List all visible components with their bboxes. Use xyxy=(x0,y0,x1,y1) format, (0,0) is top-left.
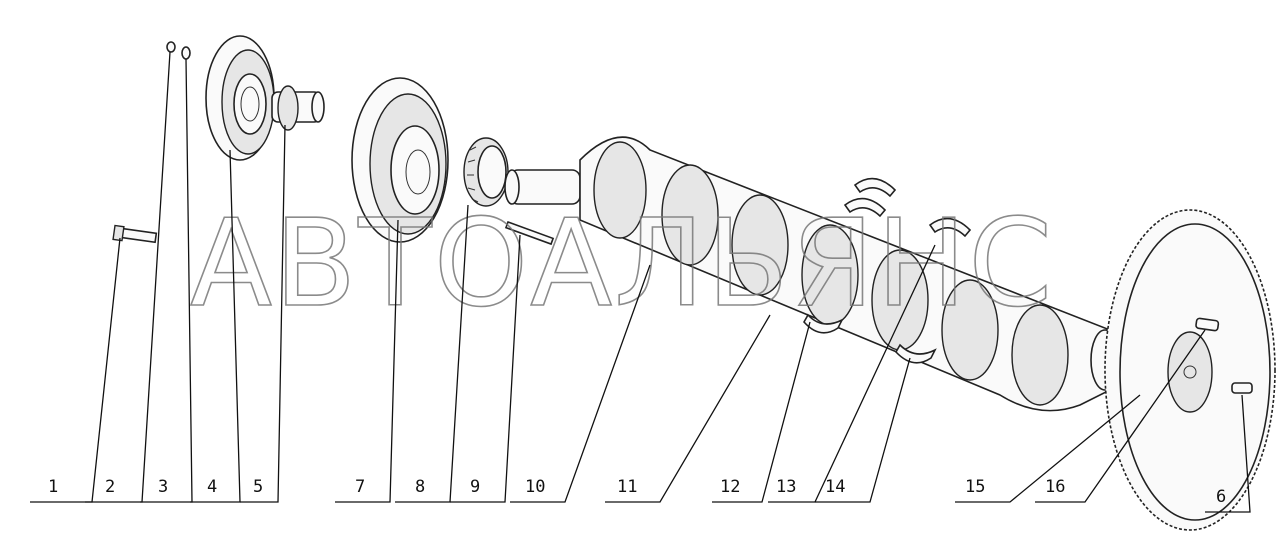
callout-15: 15 xyxy=(965,477,985,497)
part-pulley-hub xyxy=(205,35,275,161)
callout-10: 10 xyxy=(525,477,545,497)
callout-13: 13 xyxy=(776,477,796,497)
part-bolt xyxy=(112,224,158,244)
part-crankshaft xyxy=(504,136,1126,412)
callout-3: 3 xyxy=(158,477,168,497)
part-dowel-pin-6 xyxy=(1231,382,1253,394)
callout-2: 2 xyxy=(105,477,115,497)
leader-lines xyxy=(30,51,1251,513)
callout-6: 6 xyxy=(1216,487,1226,507)
callout-8: 8 xyxy=(415,477,425,497)
part-washer-1 xyxy=(166,41,176,53)
callout-12: 12 xyxy=(720,477,740,497)
part-key xyxy=(504,220,555,246)
part-hub-shaft xyxy=(271,85,325,131)
part-dowel-pin-16 xyxy=(1195,317,1220,332)
watermark: АВТОАЛЬЯНС xyxy=(190,195,1054,334)
part-washer-2 xyxy=(181,46,191,60)
callout-7: 7 xyxy=(355,477,365,497)
part-bearing-shells xyxy=(803,177,972,364)
callout-1: 1 xyxy=(48,477,58,497)
callouts: 1 2 3 4 5 7 8 9 10 11 12 13 14 15 16 6 xyxy=(48,477,1226,507)
callout-14: 14 xyxy=(825,477,845,497)
callout-9: 9 xyxy=(470,477,480,497)
callout-4: 4 xyxy=(207,477,217,497)
part-large-pulley xyxy=(351,77,449,243)
part-flywheel xyxy=(1104,209,1276,531)
callout-11: 11 xyxy=(617,477,637,497)
callout-16: 16 xyxy=(1045,477,1065,497)
part-timing-gear xyxy=(463,137,509,207)
callout-5: 5 xyxy=(253,477,263,497)
